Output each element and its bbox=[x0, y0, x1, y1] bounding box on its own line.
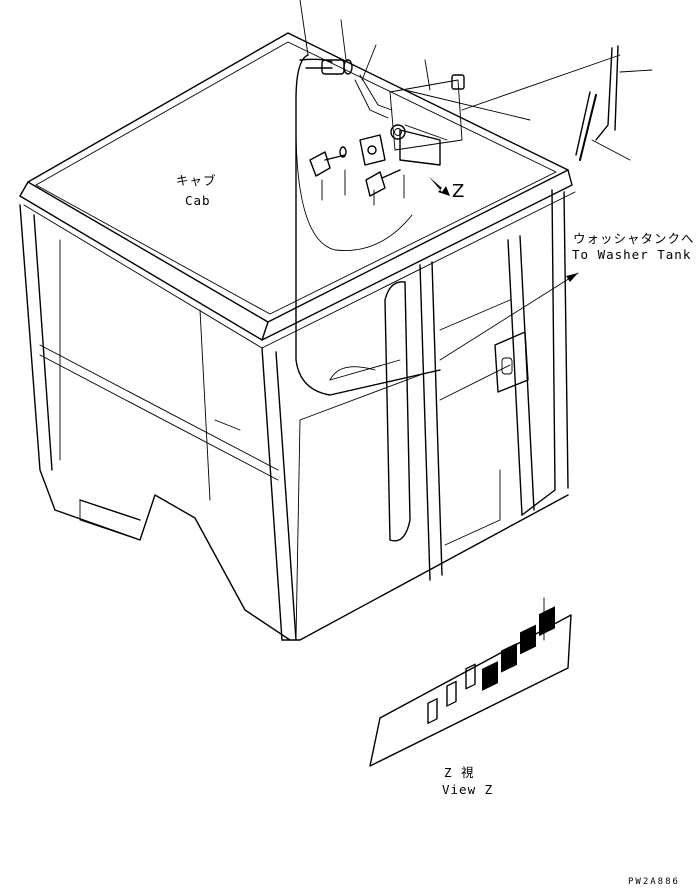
view-z-label-jp: Z 視 bbox=[444, 765, 475, 780]
view-direction: Z bbox=[428, 176, 464, 202]
cab-label-jp: キャブ bbox=[176, 173, 217, 188]
rear-bracket bbox=[494, 331, 529, 393]
view-z-label-en: View Z bbox=[442, 782, 493, 797]
view-letter: Z bbox=[452, 181, 464, 202]
washer-label-jp: ウォッシャタンクへ bbox=[573, 231, 695, 246]
wiper-blade bbox=[575, 45, 653, 161]
cab-frame bbox=[19, 189, 569, 641]
cab-label-en: Cab bbox=[185, 193, 211, 208]
cab-label: キャブ Cab bbox=[176, 173, 217, 208]
washer-fittings bbox=[299, 0, 621, 206]
view-z-detail: Z 視 View Z bbox=[369, 597, 572, 797]
washer-tank-callout: ウォッシャタンクへ To Washer Tank bbox=[439, 231, 695, 361]
washer-label-en: To Washer Tank bbox=[572, 247, 691, 262]
view-arrow-icon bbox=[428, 176, 450, 196]
washer-hose bbox=[295, 54, 441, 396]
switch-icons bbox=[482, 606, 555, 691]
drawing-code: PW2A886 bbox=[628, 877, 680, 887]
arrow-head-icon bbox=[566, 273, 578, 282]
